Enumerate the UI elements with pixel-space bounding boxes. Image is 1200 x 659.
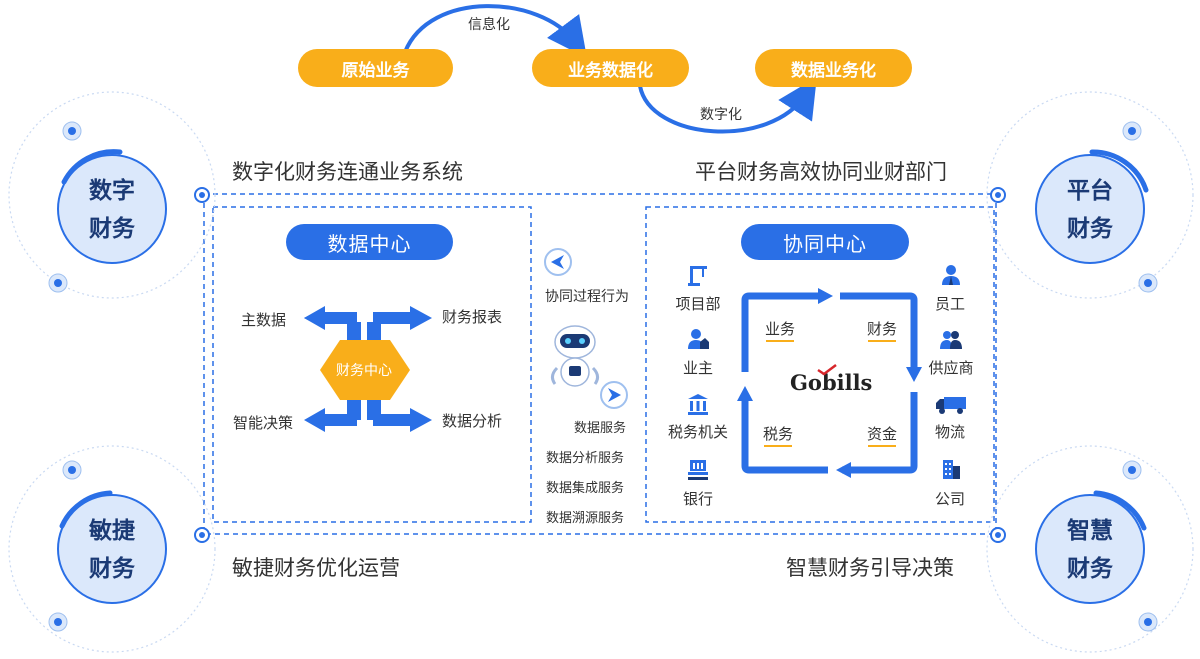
entity-owner: 业主 [682,359,713,377]
robot-icon [550,325,600,387]
entity-company: 公司 [934,490,965,508]
corner-circle-top-right [986,91,1194,299]
corner-bottom-right-caption: 智慧财务引导决策 [786,556,954,580]
collab-behavior-label: 协同过程行为 [545,289,629,305]
supplier-people-icon [940,331,962,349]
flow-label-informatization: 信息化 [468,17,510,33]
outer-dashed-frame [203,193,997,535]
corner-top-right-caption: 平台财务高效协同业财部门 [695,160,947,184]
inner-capital-label: 资金 [866,425,897,443]
company-building-icon [943,460,960,479]
entity-logistics: 物流 [934,423,965,441]
corner-top-left-title: 数字财务 [89,178,135,242]
entity-project-dept: 项目部 [675,295,721,313]
truck-icon [936,397,966,414]
corner-bottom-left-title: 敏捷财务 [89,518,135,582]
corner-top-left-caption: 数字化财务连通业务系统 [232,160,463,184]
master-data-label: 主数据 [241,311,287,329]
corner-bottom-left-caption: 敏捷财务优化运营 [232,556,400,580]
logo-check-icon [817,364,837,376]
service-item: 数据溯源服务 [546,511,625,526]
underline [766,340,794,342]
corner-bottom-right-title: 智慧财务 [1067,518,1113,582]
service-item: 数据服务 [574,421,627,436]
employee-icon [942,265,960,285]
owner-house-icon [688,329,709,349]
flow-label-digitization: 数字化 [700,107,742,123]
data-center-frame [212,206,532,523]
entity-employee: 员工 [934,295,965,313]
underline [764,445,792,447]
data-center-title: 数据中心 [286,224,453,260]
smart-decision-label: 智能决策 [233,414,294,432]
gobills-logo: Gobills [790,370,873,395]
entity-bank: 银行 [682,490,713,508]
flow-arc-informatization [403,4,587,59]
service-item: 数据集成服务 [546,481,625,496]
collab-center-frame [645,206,995,523]
financial-report-label: 财务报表 [442,308,503,326]
inner-tax-label: 税务 [762,425,793,443]
chevron-right-circle-icon [600,381,628,409]
chevron-left-circle-icon [544,248,572,276]
corner-circle-bottom-right [986,445,1194,653]
data-analysis-label: 数据分析 [442,412,503,430]
finance-center-label: 财务中心 [336,363,392,379]
flow-step-business-digitization: 业务数据化 [532,49,689,87]
entity-tax-authority: 税务机关 [667,423,728,441]
flow-arc-digitization [638,77,817,134]
inner-business-label: 业务 [764,320,795,338]
underline [868,340,896,342]
inner-finance-label: 财务 [866,320,897,338]
finance-center-hexagon [320,340,410,400]
underline [868,445,896,447]
collab-center-title: 协同中心 [741,224,909,260]
corner-circle-bottom-left [8,445,216,653]
entity-supplier: 供应商 [928,359,974,377]
flow-step-original-business: 原始业务 [298,49,453,87]
bank-icon [688,460,708,480]
collab-loop-arrowheads [737,288,922,478]
service-item: 数据分析服务 [546,451,625,466]
corner-circle-top-left [8,91,216,299]
flow-step-data-business: 数据业务化 [755,49,912,87]
crane-icon [688,266,707,286]
hub-arrows [304,306,432,432]
government-building-icon [688,394,708,415]
collab-loop-arrows [741,292,918,474]
corner-top-right-title: 平台财务 [1067,178,1113,242]
